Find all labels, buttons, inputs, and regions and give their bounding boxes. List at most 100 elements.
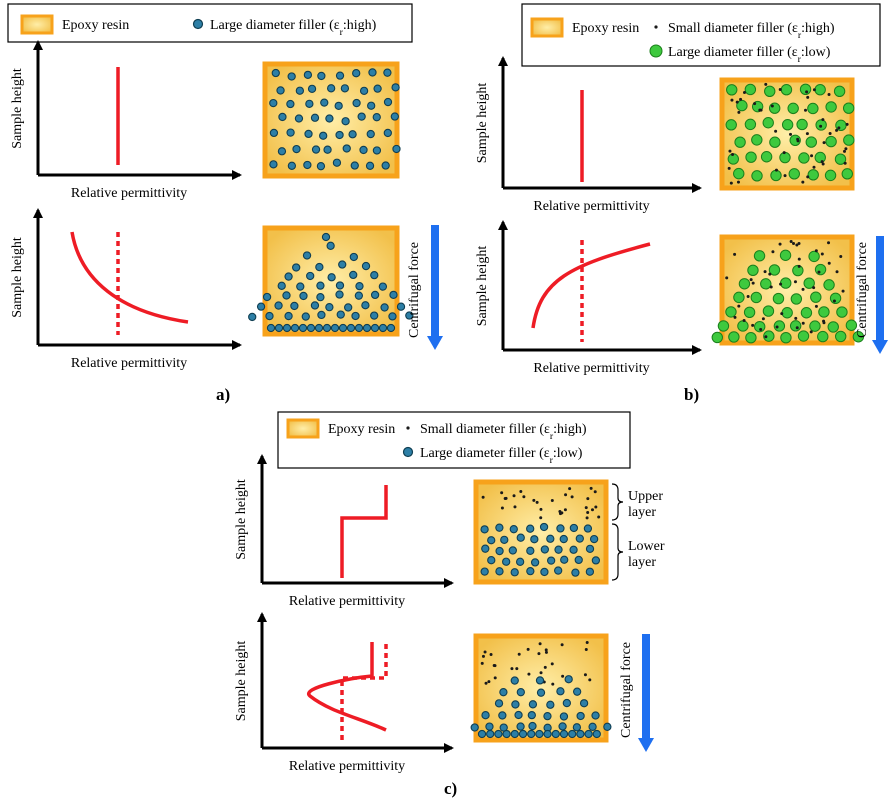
large-green-filler-particle <box>781 119 794 131</box>
plot-a-top-y-label: Sample height <box>10 68 25 149</box>
large-filler-particle <box>307 84 317 94</box>
small-filler-particle <box>584 647 588 651</box>
large-filler-particle <box>495 523 504 532</box>
small-filler-particle <box>551 682 555 686</box>
large-filler-particle <box>352 69 361 78</box>
legend-b-box <box>521 3 881 67</box>
large-green-filler-particle <box>823 279 835 291</box>
small-filler-particle <box>737 110 741 114</box>
large-filler-particle <box>556 687 565 696</box>
sample-c-bottom <box>473 633 609 743</box>
small-filler-particle <box>550 662 554 666</box>
large-filler-particle <box>284 272 293 281</box>
large-filler-particle <box>287 161 297 170</box>
large-filler-particle <box>277 147 287 156</box>
large-green-filler-particle <box>836 306 848 318</box>
small-filler-particle <box>779 282 783 286</box>
small-filler-particle <box>728 149 732 153</box>
large-filler-particle <box>342 144 351 153</box>
large-filler-particle <box>321 232 331 242</box>
large-green-filler-particle <box>835 119 847 132</box>
large-green-filler-particle <box>743 306 756 318</box>
small-filler-particle <box>759 327 763 331</box>
large-filler-swatch-icon <box>192 18 204 30</box>
small-filler-particle <box>480 661 484 665</box>
large-filler-particle <box>591 711 600 720</box>
small-filler-particle <box>780 312 784 316</box>
large-filler-particle <box>585 567 595 576</box>
large-filler-particle <box>316 162 326 171</box>
large-green-filler-particle <box>808 250 820 263</box>
large-filler-particle <box>370 270 379 280</box>
large-green-filler-particle <box>789 320 802 332</box>
large-filler-particle <box>530 535 539 544</box>
small-filler-particle <box>742 319 746 323</box>
large-filler-particle <box>373 84 382 93</box>
large-green-filler-particle <box>805 136 817 148</box>
large-filler-particle <box>500 535 509 544</box>
small-filler-particle <box>812 286 816 290</box>
small-filler-particle <box>801 180 805 184</box>
small-filler-particle <box>590 508 594 512</box>
large-green-filler-particle <box>753 250 766 262</box>
large-filler-particle <box>274 301 283 310</box>
small-filler-particle <box>489 652 493 656</box>
large-filler-particle <box>287 72 296 81</box>
small-filler-particle <box>797 242 801 246</box>
large-filler-particle <box>535 729 544 739</box>
large-filler-particle <box>372 146 382 155</box>
small-filler-particle <box>733 252 737 256</box>
small-filler-particle <box>484 681 488 685</box>
small-filler-particle <box>538 642 542 646</box>
large-filler-particle <box>516 688 525 697</box>
large-green-filler-particle <box>818 306 830 318</box>
small-filler-particle <box>584 506 588 510</box>
large-green-filler-particle <box>780 84 793 96</box>
large-filler-particle <box>348 130 357 139</box>
small-filler-particle <box>796 139 800 143</box>
plot-a-bottom-curve <box>70 231 189 324</box>
small-filler-swatch-icon <box>406 426 410 430</box>
legend-a-large-filler-label: Large diameter filler (εr:high) <box>210 18 377 38</box>
large-filler-particle <box>298 323 308 333</box>
small-filler-particle <box>735 100 739 104</box>
large-filler-particle <box>554 545 563 554</box>
large-filler-particle <box>481 544 490 553</box>
large-filler-particle <box>558 722 567 731</box>
large-green-filler-particle <box>809 320 821 332</box>
legend-a-box <box>7 3 413 43</box>
small-filler-particle <box>513 505 517 509</box>
large-filler-particle <box>311 145 321 154</box>
large-filler-particle <box>546 534 555 543</box>
large-filler-particle <box>540 545 549 554</box>
small-filler-particle <box>789 132 793 136</box>
large-filler-particle <box>383 68 392 77</box>
small-filler-particle <box>532 498 536 502</box>
small-filler-particle <box>537 652 541 656</box>
small-filler-particle <box>517 652 521 656</box>
large-green-filler-particle <box>770 169 782 182</box>
small-filler-particle <box>758 108 762 112</box>
centrifugal-force-arrow-b-shaft <box>876 236 884 340</box>
large-green-filler-particle <box>787 102 799 115</box>
small-filler-particle <box>805 132 809 136</box>
panel-label-a: a) <box>216 385 230 404</box>
large-filler-particle <box>317 310 326 320</box>
large-filler-particle <box>266 323 276 333</box>
large-filler-particle <box>286 128 295 137</box>
large-filler-particle <box>351 311 360 321</box>
small-filler-particle <box>782 151 786 155</box>
small-filler-particle <box>522 495 526 499</box>
large-filler-particle <box>592 729 601 739</box>
small-filler-particle <box>586 511 590 515</box>
large-green-filler-particle <box>768 102 781 114</box>
large-filler-particle <box>325 114 334 123</box>
large-filler-particle <box>502 729 511 739</box>
large-filler-particle <box>370 323 380 333</box>
large-filler-particle <box>589 534 599 544</box>
legend-b-large-filler-label: Large diameter filler (εr:low) <box>668 45 831 65</box>
large-green-filler-particle <box>750 291 762 304</box>
large-filler-particle <box>527 729 536 739</box>
large-filler-particle <box>480 525 489 534</box>
upper-layer-label-line1: Upper <box>628 489 663 504</box>
